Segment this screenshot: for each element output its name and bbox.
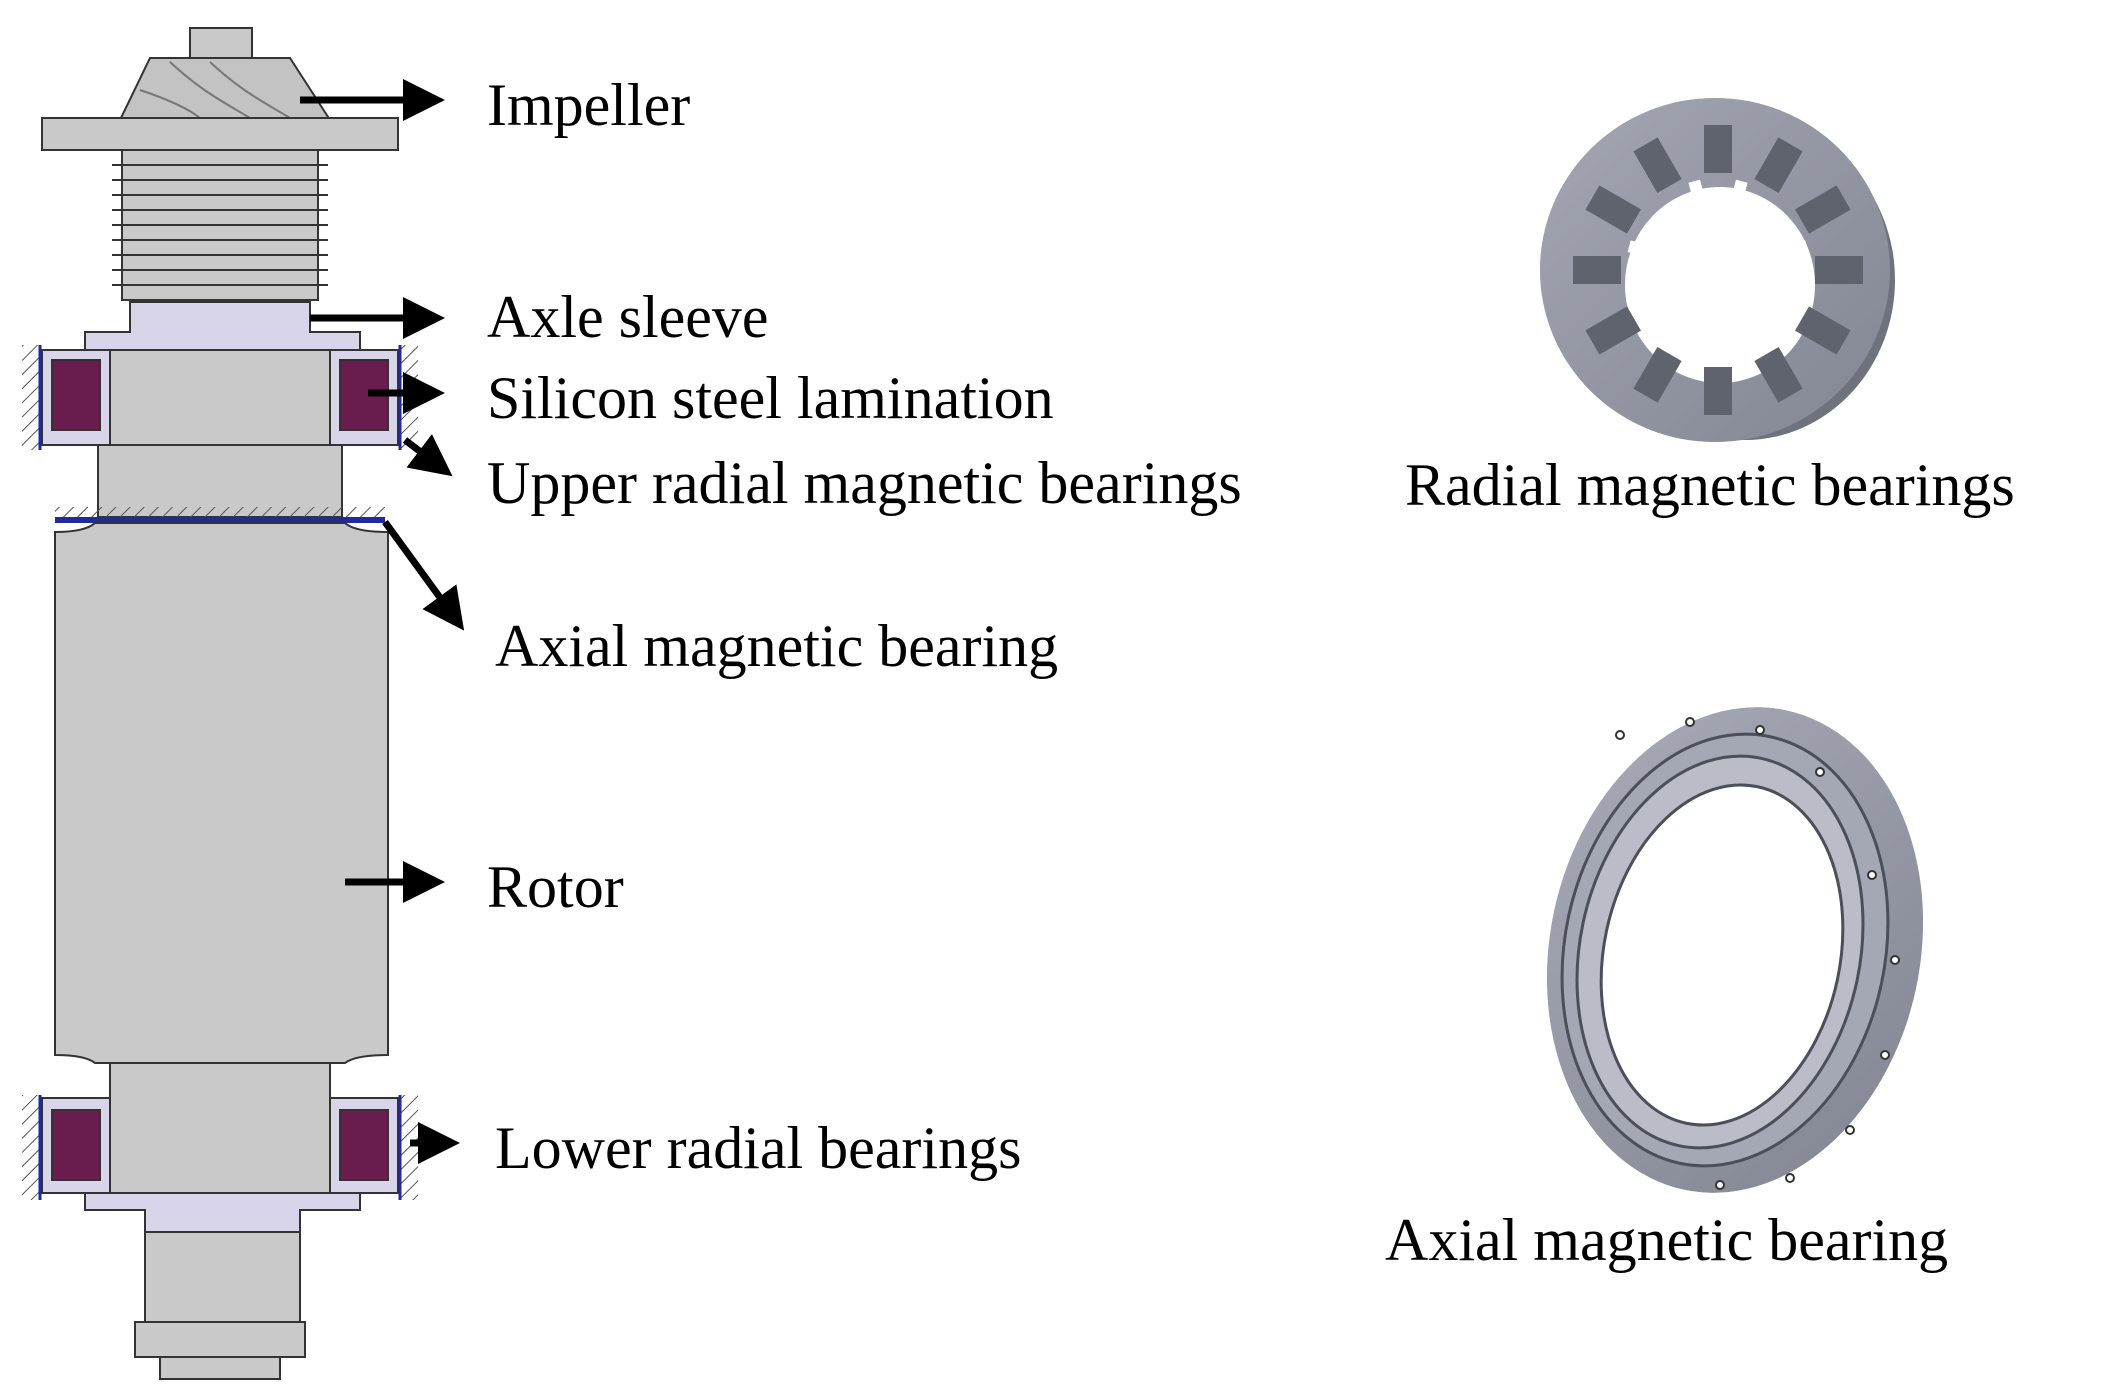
caption-radial-bearings: Radial magnetic bearings [1405,452,2015,518]
label-upper-radial-bearings: Upper radial magnetic bearings [487,450,1242,516]
label-axial-bearing: Axial magnetic bearing [495,613,1058,679]
upper-lamination-left [51,359,101,431]
lower-shaft-section [109,1062,331,1194]
axial-bearing-bolt-holes [1615,717,1900,1190]
lower-shaft-tip [159,1356,281,1380]
impeller [41,27,399,151]
upper-shaft-section [109,349,331,446]
lower-shaft-collar [134,1321,306,1358]
upper-neck [97,444,343,518]
axial-bearing-disc [55,517,385,523]
lower-lamination-right [339,1109,389,1181]
radial-bearing-slots [1627,179,1809,361]
label-silicon-steel-lamination: Silicon steel lamination [487,365,1054,431]
pointer-arrows [300,79,465,1164]
rotor-body [54,522,389,1064]
radial-bearing-teeth [1573,125,1863,415]
lower-lamination-left [51,1109,101,1181]
label-axle-sleeve: Axle sleeve [487,284,769,350]
shaft-assembly [22,27,418,1380]
radial-bearing-3d [1540,98,1895,442]
label-lower-radial-bearings: Lower radial bearings [495,1115,1021,1181]
labyrinth-seal [112,149,328,301]
caption-axial-bearing: Axial magnetic bearing [1385,1207,1948,1273]
label-rotor: Rotor [487,854,624,920]
arrow-axial-bearing [382,519,465,631]
stator-lines [38,345,402,1200]
lower-axle-sleeve [84,1192,361,1233]
axial-bearing-3d [1547,707,1923,1193]
lower-shaft-end [144,1231,301,1328]
upper-axle-sleeve [84,301,361,351]
label-impeller: Impeller [487,72,690,138]
arrow-upper-radial [402,434,453,477]
